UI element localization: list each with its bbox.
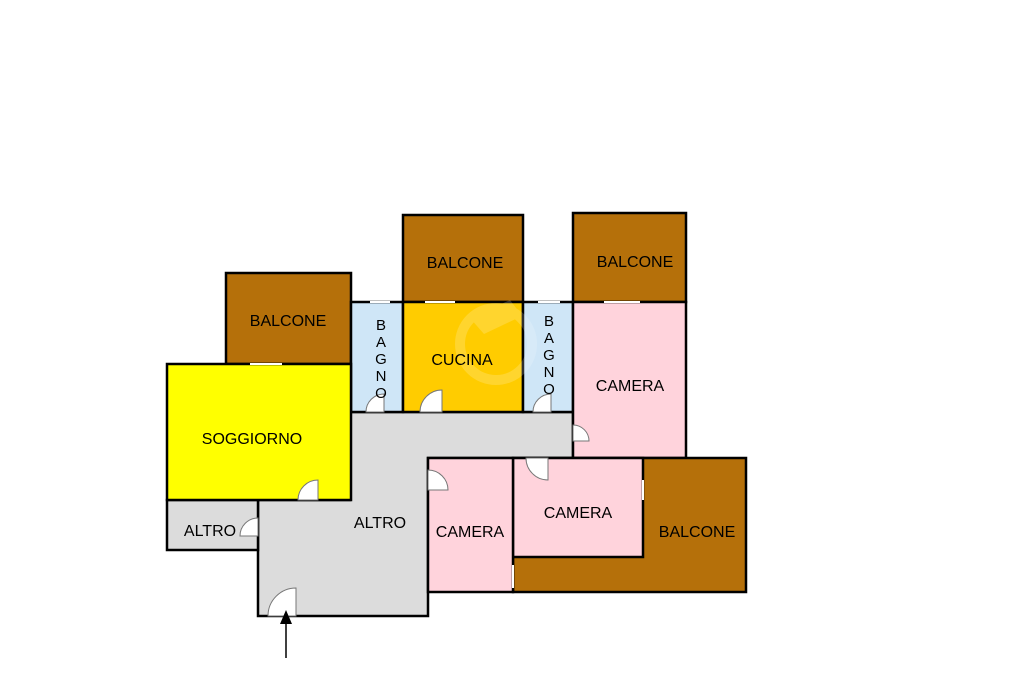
- door-camera-right: [572, 424, 590, 442]
- label-altro-main: ALTRO: [354, 515, 406, 532]
- label-camera-bottom: CAMERA: [436, 524, 505, 541]
- label-balcone-mid: BALCONE: [427, 255, 503, 272]
- room-camera-right: [571, 300, 688, 460]
- label-bagno-right: B A G N O: [543, 313, 555, 398]
- label-bagno-right-letter: B: [544, 313, 554, 330]
- label-bagno-left-letter: O: [375, 385, 387, 402]
- door-bagno-left: [365, 393, 385, 413]
- label-bagno-left-letter: A: [376, 334, 386, 351]
- label-bagno-left-letter: G: [375, 351, 387, 368]
- room-bagno-right: [521, 300, 575, 414]
- label-soggiorno: SOGGIORNO: [202, 431, 302, 448]
- label-cucina: CUCINA: [431, 352, 493, 369]
- label-bagno-left-letter: B: [376, 317, 386, 334]
- label-bagno-left: B A G N O: [375, 317, 387, 402]
- door-altro-small: [239, 517, 259, 537]
- door-entrance: [267, 587, 297, 617]
- room-soggiorno: [165, 362, 353, 502]
- door-camera-mid: [525, 457, 549, 481]
- door-bagno-right: [532, 393, 552, 413]
- label-bagno-right-letter: N: [544, 364, 555, 381]
- label-balcone-bottom: BALCONE: [659, 524, 735, 541]
- room-balcone-mid: [401, 213, 525, 304]
- room-cucina: [401, 300, 525, 414]
- label-bagno-left-letter: N: [376, 368, 387, 385]
- door-soggiorno: [297, 479, 319, 501]
- room-balcone-right: [571, 211, 688, 304]
- windows: [250, 301, 644, 588]
- door-camera-bottom: [427, 469, 449, 491]
- entrance-arrow-icon: [280, 610, 292, 658]
- label-balcone-right: BALCONE: [597, 254, 673, 271]
- label-bagno-right-letter: G: [543, 347, 555, 364]
- watermark-logo: [455, 300, 537, 385]
- label-camera-right: CAMERA: [596, 378, 665, 395]
- label-balcone-left: BALCONE: [250, 313, 326, 330]
- doors: [239, 389, 590, 617]
- label-camera-mid: CAMERA: [544, 505, 613, 522]
- label-bagno-right-letter: A: [544, 330, 554, 347]
- door-cucina: [419, 389, 443, 413]
- label-bagno-right-letter: O: [543, 381, 555, 398]
- label-altro-small: ALTRO: [184, 523, 236, 540]
